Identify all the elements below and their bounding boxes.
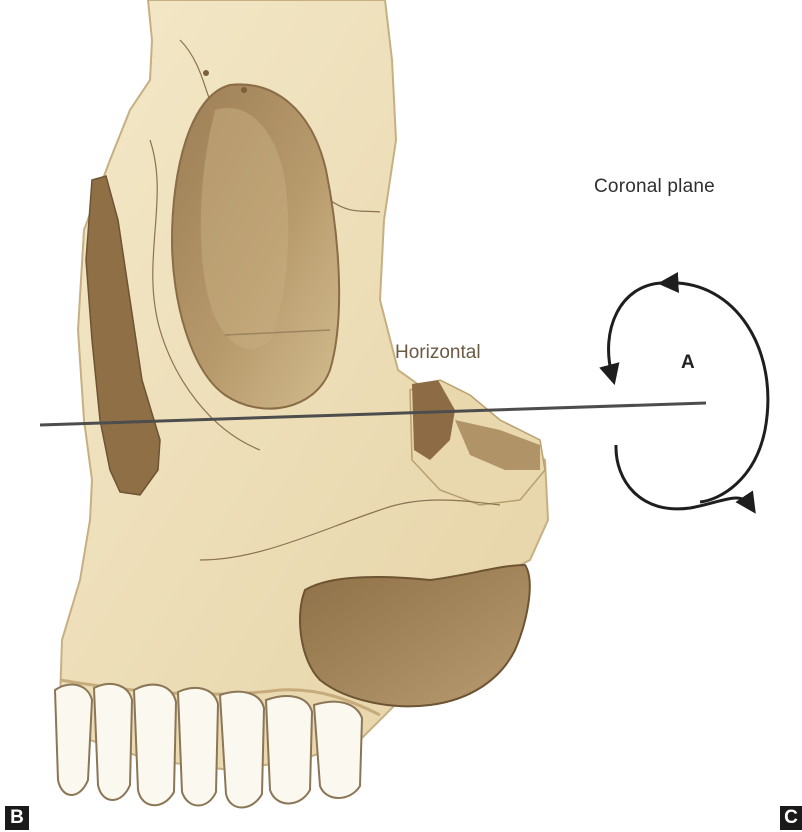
tooth-3 (134, 685, 176, 806)
rotation-label: A (681, 352, 695, 374)
tooth-5 (220, 692, 264, 808)
tooth-1 (55, 685, 92, 795)
tooth-6 (266, 696, 312, 804)
foramen-1 (203, 70, 209, 76)
coronal-plane-label: Coronal plane (594, 176, 715, 198)
foramen-2 (241, 87, 247, 93)
panel-label-c: C (780, 806, 802, 830)
tooth-2 (94, 684, 132, 800)
horizontal-label: Horizontal (395, 342, 481, 364)
tooth-7 (314, 702, 362, 798)
circular-rotation-arrow-icon (609, 283, 768, 509)
panel-label-b: B (5, 806, 29, 830)
maxillary-sinus (300, 565, 530, 706)
tooth-4 (178, 688, 218, 806)
